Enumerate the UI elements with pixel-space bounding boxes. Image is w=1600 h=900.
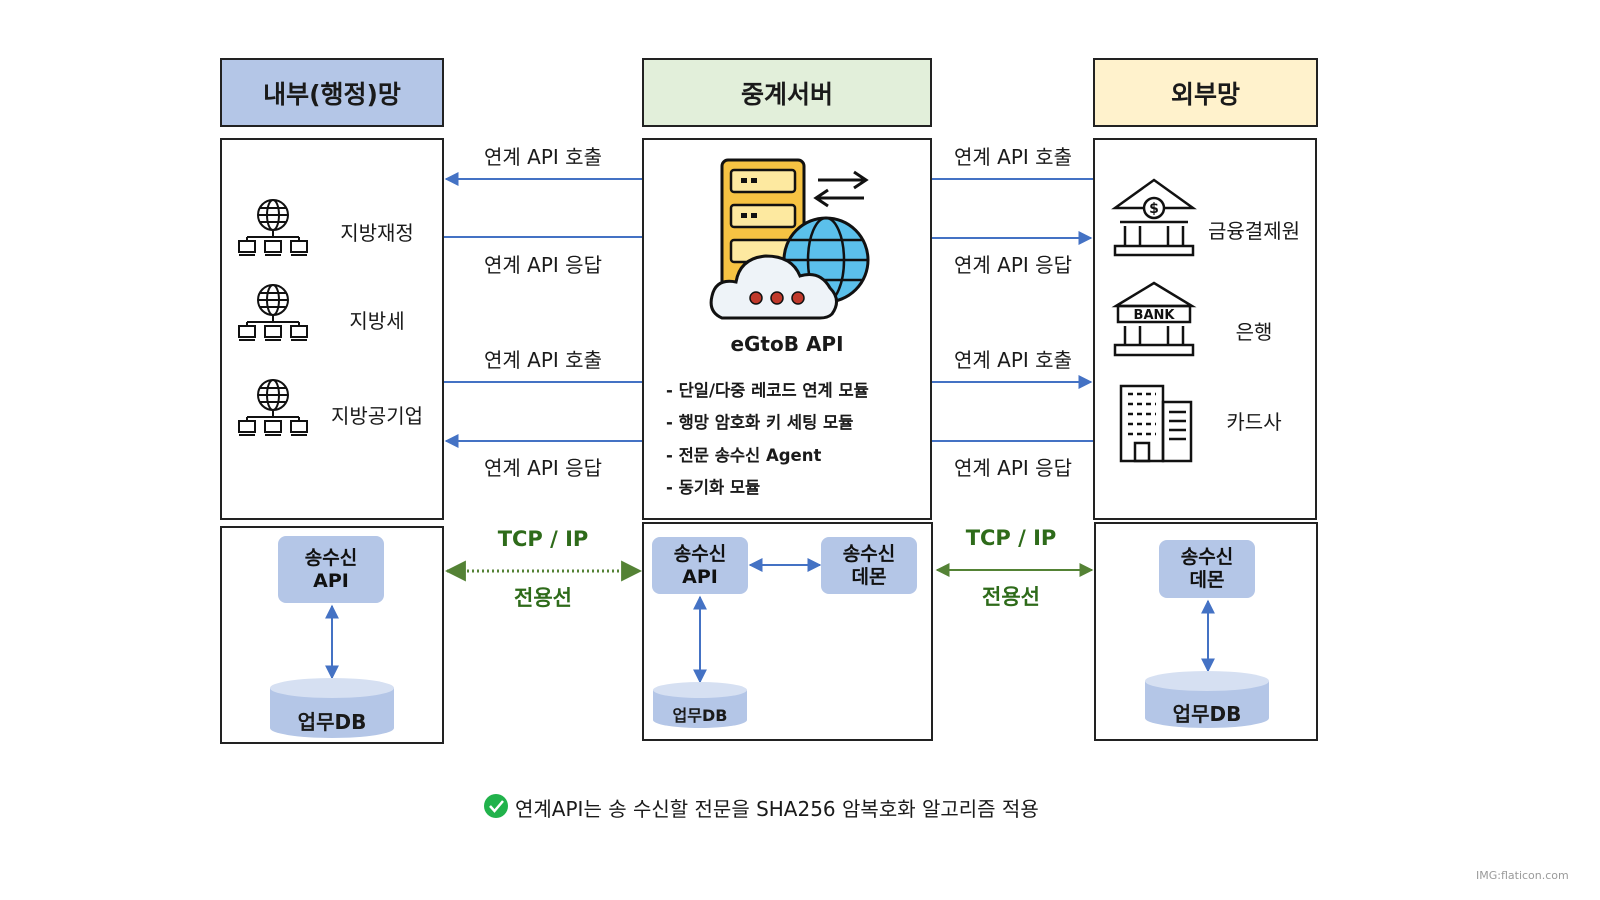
arrow-label-response: 연계 API 응답 <box>484 253 602 277</box>
db-cylinder-internal <box>270 678 394 738</box>
pill-line: 송수신 <box>842 542 896 565</box>
pill-line: 송수신 <box>673 542 727 565</box>
dollar-icon: $ <box>1149 201 1159 217</box>
internal-transfer-api: 송수신 API <box>278 536 384 603</box>
pill-line: API <box>682 565 718 588</box>
egtob-api-title: eGtoB API <box>730 332 844 356</box>
tcpip-label: TCP / IP <box>965 526 1057 550</box>
db-label: 업무DB <box>297 710 367 734</box>
arrow-label-response: 연계 API 응답 <box>484 456 602 480</box>
office-building-icon <box>1119 384 1193 463</box>
dedicated-line-label: 전용선 <box>514 586 572 610</box>
pill-line: API <box>313 569 349 592</box>
arrow-label-response: 연계 API 응답 <box>954 456 1072 480</box>
feature-item: - 전문 송수신 Agent <box>666 446 822 465</box>
server-cloud-globe-icon <box>709 158 870 320</box>
arrow-label-call: 연계 API 호출 <box>954 145 1072 169</box>
db-cylinder-relay <box>653 682 747 728</box>
check-circle-icon <box>484 794 508 818</box>
external-network-header: 외부망 <box>1093 58 1318 127</box>
pill-line: 송수신 <box>1180 546 1234 568</box>
internal-system-label: 지방공기업 <box>331 404 423 428</box>
pill-line: 데몬 <box>1189 569 1225 591</box>
relay-transfer-api: 송수신 API <box>652 537 748 594</box>
pill-line: 데몬 <box>851 565 887 588</box>
arrow-label-call: 연계 API 호출 <box>484 348 602 372</box>
external-system-label: 은행 <box>1235 320 1273 344</box>
db-label: 업무DB <box>1172 702 1242 726</box>
feature-item: - 동기화 모듈 <box>666 478 761 497</box>
external-transfer-daemon: 송수신 데몬 <box>1159 540 1255 598</box>
internal-system-label: 지방세 <box>349 309 405 333</box>
relay-server-header: 중계서버 <box>642 58 932 127</box>
financial-institution-icon <box>1111 178 1197 257</box>
arrow-label-call: 연계 API 호출 <box>484 145 602 169</box>
tcpip-label: TCP / IP <box>497 527 589 551</box>
arrow-label-response: 연계 API 응답 <box>954 253 1072 277</box>
internal-systems-box <box>220 138 444 520</box>
bank-sign-text: BANK <box>1134 308 1176 323</box>
relay-transfer-daemon: 송수신 데몬 <box>821 537 917 594</box>
feature-item: - 행망 암호화 키 세팅 모듈 <box>666 413 854 432</box>
image-credit: IMG:flaticon.com <box>1476 869 1569 882</box>
network-icon <box>238 199 308 256</box>
internal-network-header: 내부(행정)망 <box>220 58 444 127</box>
dedicated-line-label: 전용선 <box>982 585 1040 609</box>
bank-building-icon <box>1111 281 1197 357</box>
external-systems-box <box>1093 138 1317 520</box>
arrow-label-call: 연계 API 호출 <box>954 348 1072 372</box>
internal-system-label: 지방재정 <box>340 221 414 245</box>
external-system-label: 금융결제원 <box>1208 219 1300 243</box>
network-icon <box>238 284 308 341</box>
external-system-label: 카드사 <box>1226 410 1282 434</box>
network-icon <box>238 379 308 436</box>
feature-item: - 단일/다중 레코드 연계 모듈 <box>666 381 869 400</box>
pill-line: 송수신 <box>304 546 358 569</box>
db-label: 업무DB <box>672 706 728 725</box>
footnote: 연계API는 송 수신할 전문을 SHA256 암복호화 알고리즘 적용 <box>515 797 1039 821</box>
db-cylinder-external <box>1145 671 1269 728</box>
